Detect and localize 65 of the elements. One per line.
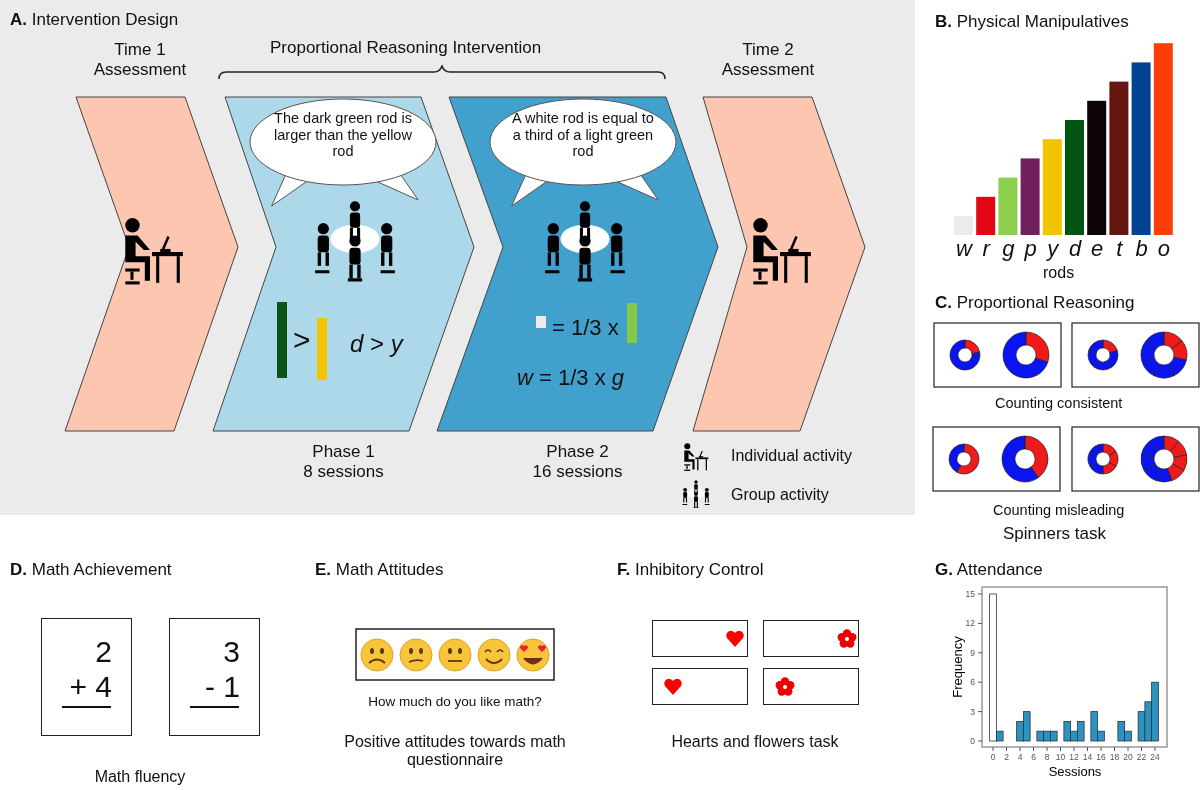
tick-label: 6: [1031, 752, 1036, 762]
equation-text: w = 1/3 x g: [517, 365, 625, 391]
rod-letter: t: [1115, 236, 1124, 262]
stage-heading: Time 1 Assessment: [92, 40, 188, 80]
rod-letter: r: [981, 236, 992, 262]
inequality-text: d > y: [350, 330, 403, 358]
tick-label: 20: [1123, 752, 1133, 762]
phase-caption: 8 sessions: [302, 462, 385, 482]
legend-text: Group activity: [731, 486, 829, 505]
condition-caption: Counting consistent: [995, 395, 1123, 412]
rod-letter: w: [955, 236, 974, 262]
tick-label: 4: [1017, 752, 1023, 762]
tick-label: 0: [970, 736, 975, 746]
stage-heading: Time 2 Assessment: [720, 40, 816, 80]
panel-heading: E. Math Attitudes: [315, 560, 444, 580]
card-number: - 1: [204, 670, 240, 705]
rod-letter: p: [1023, 236, 1038, 262]
tick-label: 6: [970, 677, 975, 688]
group-heading: Proportional Reasoning Intervention: [270, 38, 542, 58]
tick-label: 12: [965, 618, 975, 629]
phase-caption: Phase 1: [311, 442, 376, 462]
panel-heading: D. Math Achievement: [10, 560, 172, 580]
task-caption: Spinners task: [1003, 524, 1106, 544]
axis-title: Sessions: [1048, 764, 1102, 779]
rod-letter: e: [1090, 236, 1105, 262]
speech-text: The dark green rod is larger than the yellow rod: [273, 110, 413, 160]
rod-letter: g: [1001, 236, 1016, 262]
panel-heading: F. Inhibitory Control: [617, 560, 764, 580]
tick-label: 12: [1069, 752, 1079, 762]
task-caption: Positive attitudes towards math questionnaire: [343, 733, 567, 770]
phase-caption: 16 sessions: [531, 462, 624, 482]
rod-letter: d: [1067, 236, 1083, 262]
card-number: 2: [94, 635, 112, 670]
tick-label: 15: [965, 589, 975, 599]
task-caption: Math fluency: [93, 768, 187, 787]
axis-title: Frequency: [950, 636, 965, 698]
rod-letter: y: [1045, 236, 1060, 262]
panel-heading: G. Attendance: [935, 560, 1043, 580]
question-text: How much do you like math?: [367, 694, 543, 710]
legend-text: Individual activity: [731, 447, 852, 466]
tick-label: 8: [1044, 752, 1050, 762]
task-caption: Hearts and flowers task: [670, 733, 840, 752]
tick-label: 10: [1055, 752, 1066, 762]
tick-label: 22: [1136, 752, 1147, 762]
card-number: 3: [222, 635, 240, 670]
equation-text: = 1/3 x: [552, 315, 619, 341]
speech-text: A white rod is equal to a third of a light green rod: [511, 110, 655, 160]
tick-label: 16: [1096, 752, 1106, 762]
rod-letter: o: [1156, 236, 1171, 262]
tick-label: 9: [970, 647, 975, 658]
phase-caption: Phase 2: [545, 442, 610, 462]
tick-label: 3: [970, 706, 975, 717]
panel-heading: A. Intervention Design: [10, 10, 179, 30]
condition-caption: Counting misleading: [993, 502, 1125, 519]
tick-label: 2: [1004, 752, 1009, 762]
panel-heading: C. Proportional Reasoning: [935, 293, 1135, 313]
rod-letter: b: [1134, 236, 1149, 262]
panel-heading: B. Physical Manipulatives: [935, 12, 1129, 32]
tick-label: 14: [1082, 752, 1093, 762]
card-number: + 4: [68, 670, 112, 705]
axis-caption: rods: [1043, 264, 1075, 283]
greater-than-sign: >: [293, 323, 311, 358]
tick-label: 18: [1109, 752, 1120, 762]
tick-label: 24: [1150, 752, 1160, 762]
tick-label: 0: [990, 752, 996, 762]
